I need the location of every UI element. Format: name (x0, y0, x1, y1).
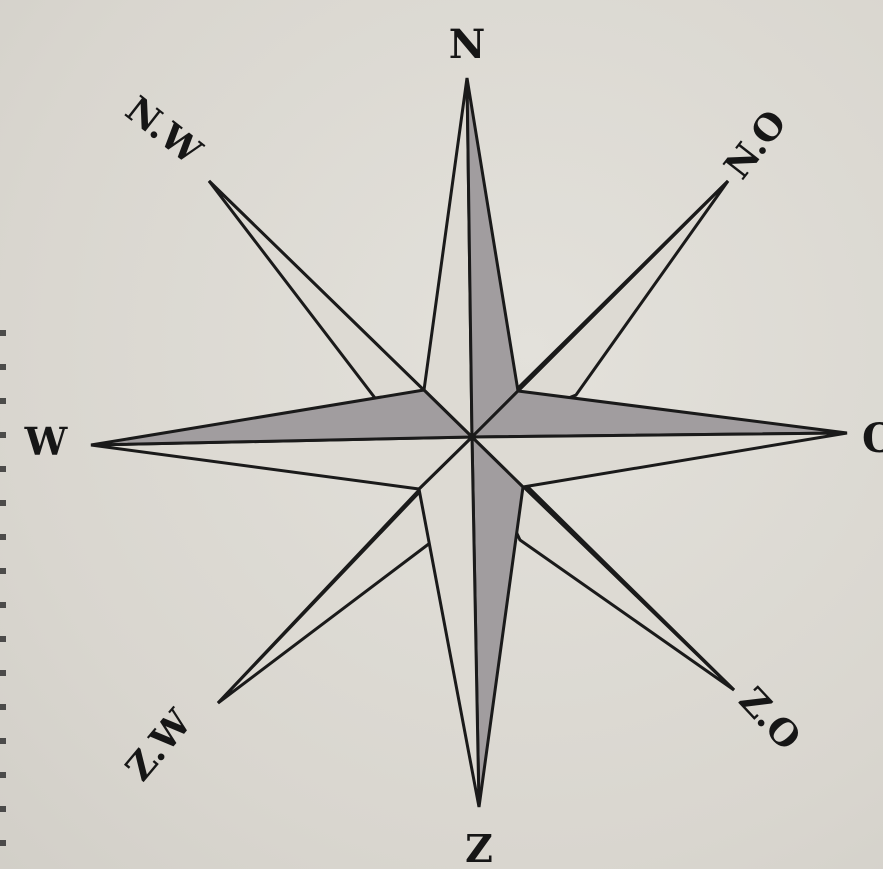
label-SE: Z.O (731, 679, 809, 759)
label-N: N (449, 21, 486, 68)
label-E: O (862, 415, 883, 462)
label-NW: N.W (118, 88, 210, 173)
label-SW: Z.W (117, 701, 200, 789)
point-W (91, 390, 472, 489)
rose-center-dot (469, 434, 475, 440)
point-S (419, 437, 523, 807)
point-N (424, 78, 518, 437)
label-W: W (24, 419, 69, 464)
label-NE: N.O (716, 102, 795, 187)
point-E (472, 391, 847, 487)
label-S: Z (465, 826, 493, 869)
